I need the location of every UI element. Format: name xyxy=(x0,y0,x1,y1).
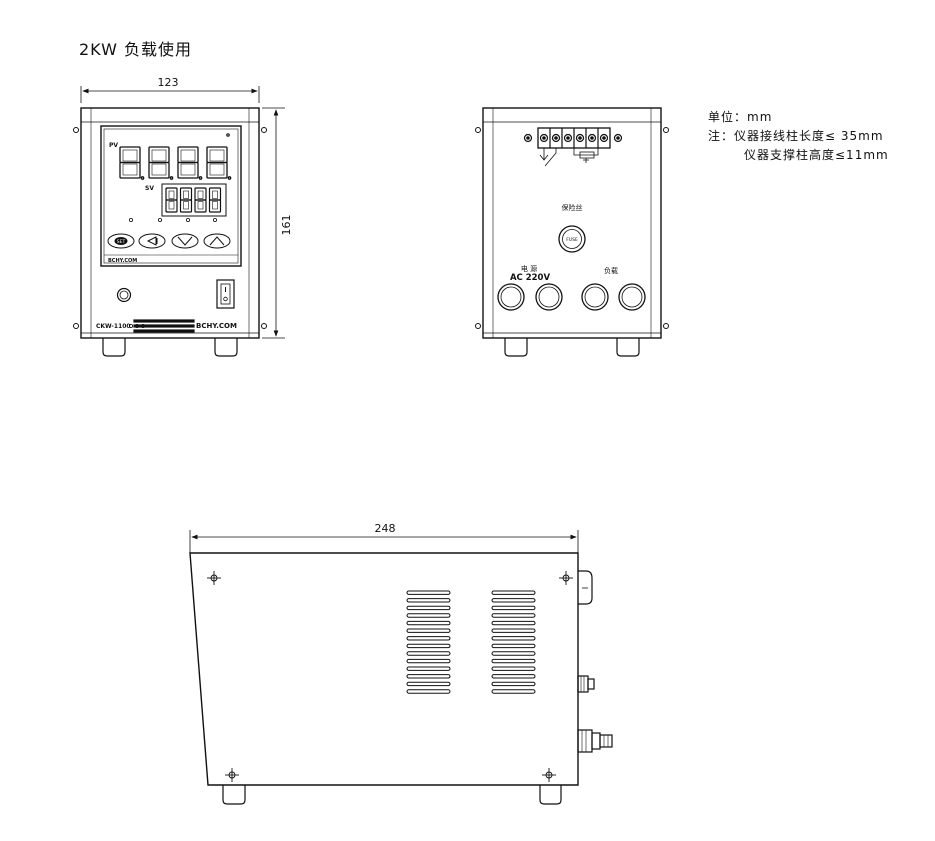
digit-upper xyxy=(194,187,207,201)
digit-inner-bottom xyxy=(183,201,189,210)
vent-slot xyxy=(491,598,536,603)
vent-slot xyxy=(491,658,536,664)
drawing-title: 2KW 负载使用 xyxy=(79,40,193,59)
vent-slot xyxy=(491,681,536,687)
vent-slot xyxy=(491,605,536,611)
model-label: CKW-1100 xyxy=(96,323,131,330)
vent-slot xyxy=(406,636,451,641)
vent-slot xyxy=(491,620,536,626)
panel-brand: BCHY.COM xyxy=(108,258,137,264)
vent-slots xyxy=(406,590,536,694)
digit-inner-bottom xyxy=(168,201,175,210)
side-view: 248 xyxy=(189,522,613,805)
digit-lower xyxy=(165,199,178,213)
digit-inner-top xyxy=(197,190,204,199)
vent-slot xyxy=(491,636,536,641)
digit-lower xyxy=(208,199,222,213)
digit-lower xyxy=(119,161,141,179)
digit-inner-top xyxy=(122,149,138,162)
sv-label: SV xyxy=(145,185,154,192)
digit-inner-top xyxy=(180,149,196,162)
vent-slot xyxy=(406,674,451,679)
digit-inner-top xyxy=(168,190,175,199)
pv-label: PV xyxy=(109,142,118,149)
vent-slot xyxy=(491,643,536,649)
digit-lower xyxy=(206,161,228,179)
digit-upper xyxy=(165,187,178,201)
rear-view: 保险丝 FUSE 电 源 AC 220V 负载 xyxy=(475,107,669,357)
support-height-note: 仪器支撑柱高度≤11mm xyxy=(744,148,889,162)
vent-slot xyxy=(491,674,536,679)
power-label: 电 源 xyxy=(521,264,537,273)
digit-lower xyxy=(177,161,199,179)
digit-inner-bottom xyxy=(122,163,138,176)
fuse-cap-label: FUSE xyxy=(566,237,578,243)
digit-inner-top xyxy=(209,149,225,162)
digit-dot xyxy=(169,176,174,180)
vent-slot xyxy=(406,658,451,664)
sv-display xyxy=(165,187,222,213)
digit-inner-bottom xyxy=(209,163,225,176)
digit-dot xyxy=(198,176,203,180)
power-spec: AC 220V xyxy=(510,273,551,283)
digit-inner-bottom xyxy=(212,201,218,210)
digit-inner-bottom xyxy=(180,163,196,176)
digit-inner-bottom xyxy=(151,163,167,176)
vent-slot xyxy=(491,613,536,618)
digit-dot xyxy=(227,176,232,180)
vent-slot xyxy=(491,651,536,656)
set-key-label: SET xyxy=(117,239,126,245)
binding-posts xyxy=(497,283,646,311)
pv-display xyxy=(119,146,232,180)
vent-slot xyxy=(406,628,451,633)
vent-slot xyxy=(406,643,451,649)
front-view: 123 161 PV SV xyxy=(73,76,293,357)
unit-note: 单位：mm xyxy=(708,110,773,124)
vent-slot xyxy=(406,605,451,611)
vent-slot xyxy=(406,598,451,603)
notes-block: 单位：mm 注：仪器接线柱长度≤ 35mm 仪器支撑柱高度≤11mm xyxy=(708,108,889,165)
digit-inner-top xyxy=(151,149,167,162)
fuse-label: 保险丝 xyxy=(562,203,583,212)
vent-slot xyxy=(491,666,536,671)
front-height-dim: 161 xyxy=(280,215,293,236)
vent-slot xyxy=(406,590,451,595)
terminal-block xyxy=(523,127,623,167)
digit-upper xyxy=(179,187,193,201)
vent-slot xyxy=(406,620,451,626)
digit-dot xyxy=(140,176,145,180)
terminal-length-note: 注：仪器接线柱长度≤ 35mm xyxy=(708,129,884,143)
digit-lower xyxy=(148,161,170,179)
key-row xyxy=(107,233,231,249)
load-label: 负载 xyxy=(604,266,618,275)
front-width-dim: 123 xyxy=(158,76,179,89)
vent-slot xyxy=(406,681,451,687)
vent-slot xyxy=(491,628,536,633)
digit-inner-bottom xyxy=(197,201,204,210)
vent-slot xyxy=(406,651,451,656)
side-length-dim: 248 xyxy=(375,522,396,535)
digit-lower xyxy=(194,199,207,213)
digit-inner-top xyxy=(212,190,218,199)
side-connectors xyxy=(577,675,613,753)
vent-slot xyxy=(406,666,451,671)
digit-inner-top xyxy=(183,190,189,199)
vent-slot xyxy=(406,689,451,694)
mounting-marks xyxy=(207,571,573,782)
vent-slot xyxy=(491,590,536,595)
vent-slot xyxy=(406,613,451,618)
digit-upper xyxy=(208,187,222,201)
digit-lower xyxy=(179,199,193,213)
vent-slot xyxy=(491,689,536,694)
bottom-brand: BCHY.COM xyxy=(196,322,237,330)
